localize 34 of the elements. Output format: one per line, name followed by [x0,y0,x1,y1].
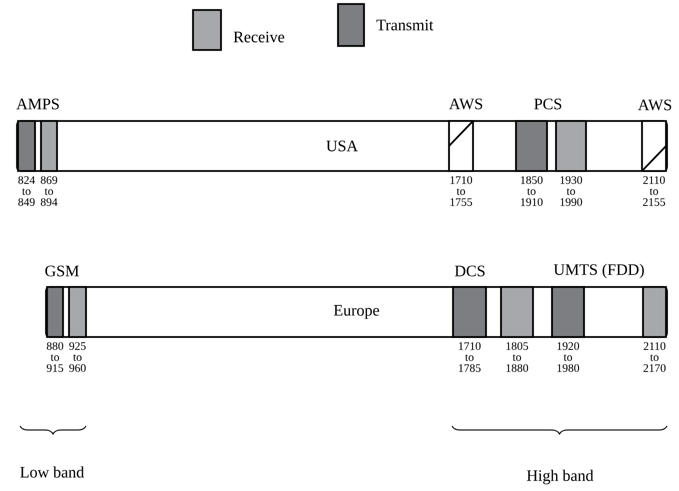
frequency-label: 824 to 849 [18,176,35,206]
frequency-label: 2110 to 2170 [644,342,666,372]
frequency-label: 1805 to 1880 [506,342,528,372]
band-name: DCS [454,266,485,276]
legend-label: Receive [234,32,284,42]
band-box [551,286,585,338]
band-name: PCS [534,98,562,110]
band-box [641,120,667,172]
frequency-label: 1930 to 1990 [560,176,582,206]
band-box [448,120,474,172]
band-name: AMPS [16,98,59,110]
band-box [500,286,534,338]
frequency-label: 1710 to 1785 [459,342,481,372]
band-box [452,286,487,338]
band-name: UMTS (FDD) [554,264,644,278]
band-name: GSM [45,266,79,276]
frequency-label: 1710 to 1755 [450,176,472,206]
band-box [17,120,36,172]
band-box [642,286,667,338]
frequency-label: 925 to 960 [69,342,86,372]
frequency-label: 1920 to 1980 [558,342,580,372]
band-box [46,286,64,338]
frequency-label: 1850 to 1910 [521,176,543,206]
band-box [68,286,87,338]
frequency-label: 869 to 894 [40,176,58,206]
band-box [40,120,58,172]
band-group-label: High band [526,470,594,484]
frequency-label: 2110 to 2155 [643,176,666,206]
band-name: AWS [449,98,482,110]
band-box [555,120,587,172]
legend-label: Transmit [376,20,434,30]
frequency-label: 880 to 915 [46,342,64,372]
band-group-label: Low band [20,466,84,478]
band-box [515,120,548,172]
